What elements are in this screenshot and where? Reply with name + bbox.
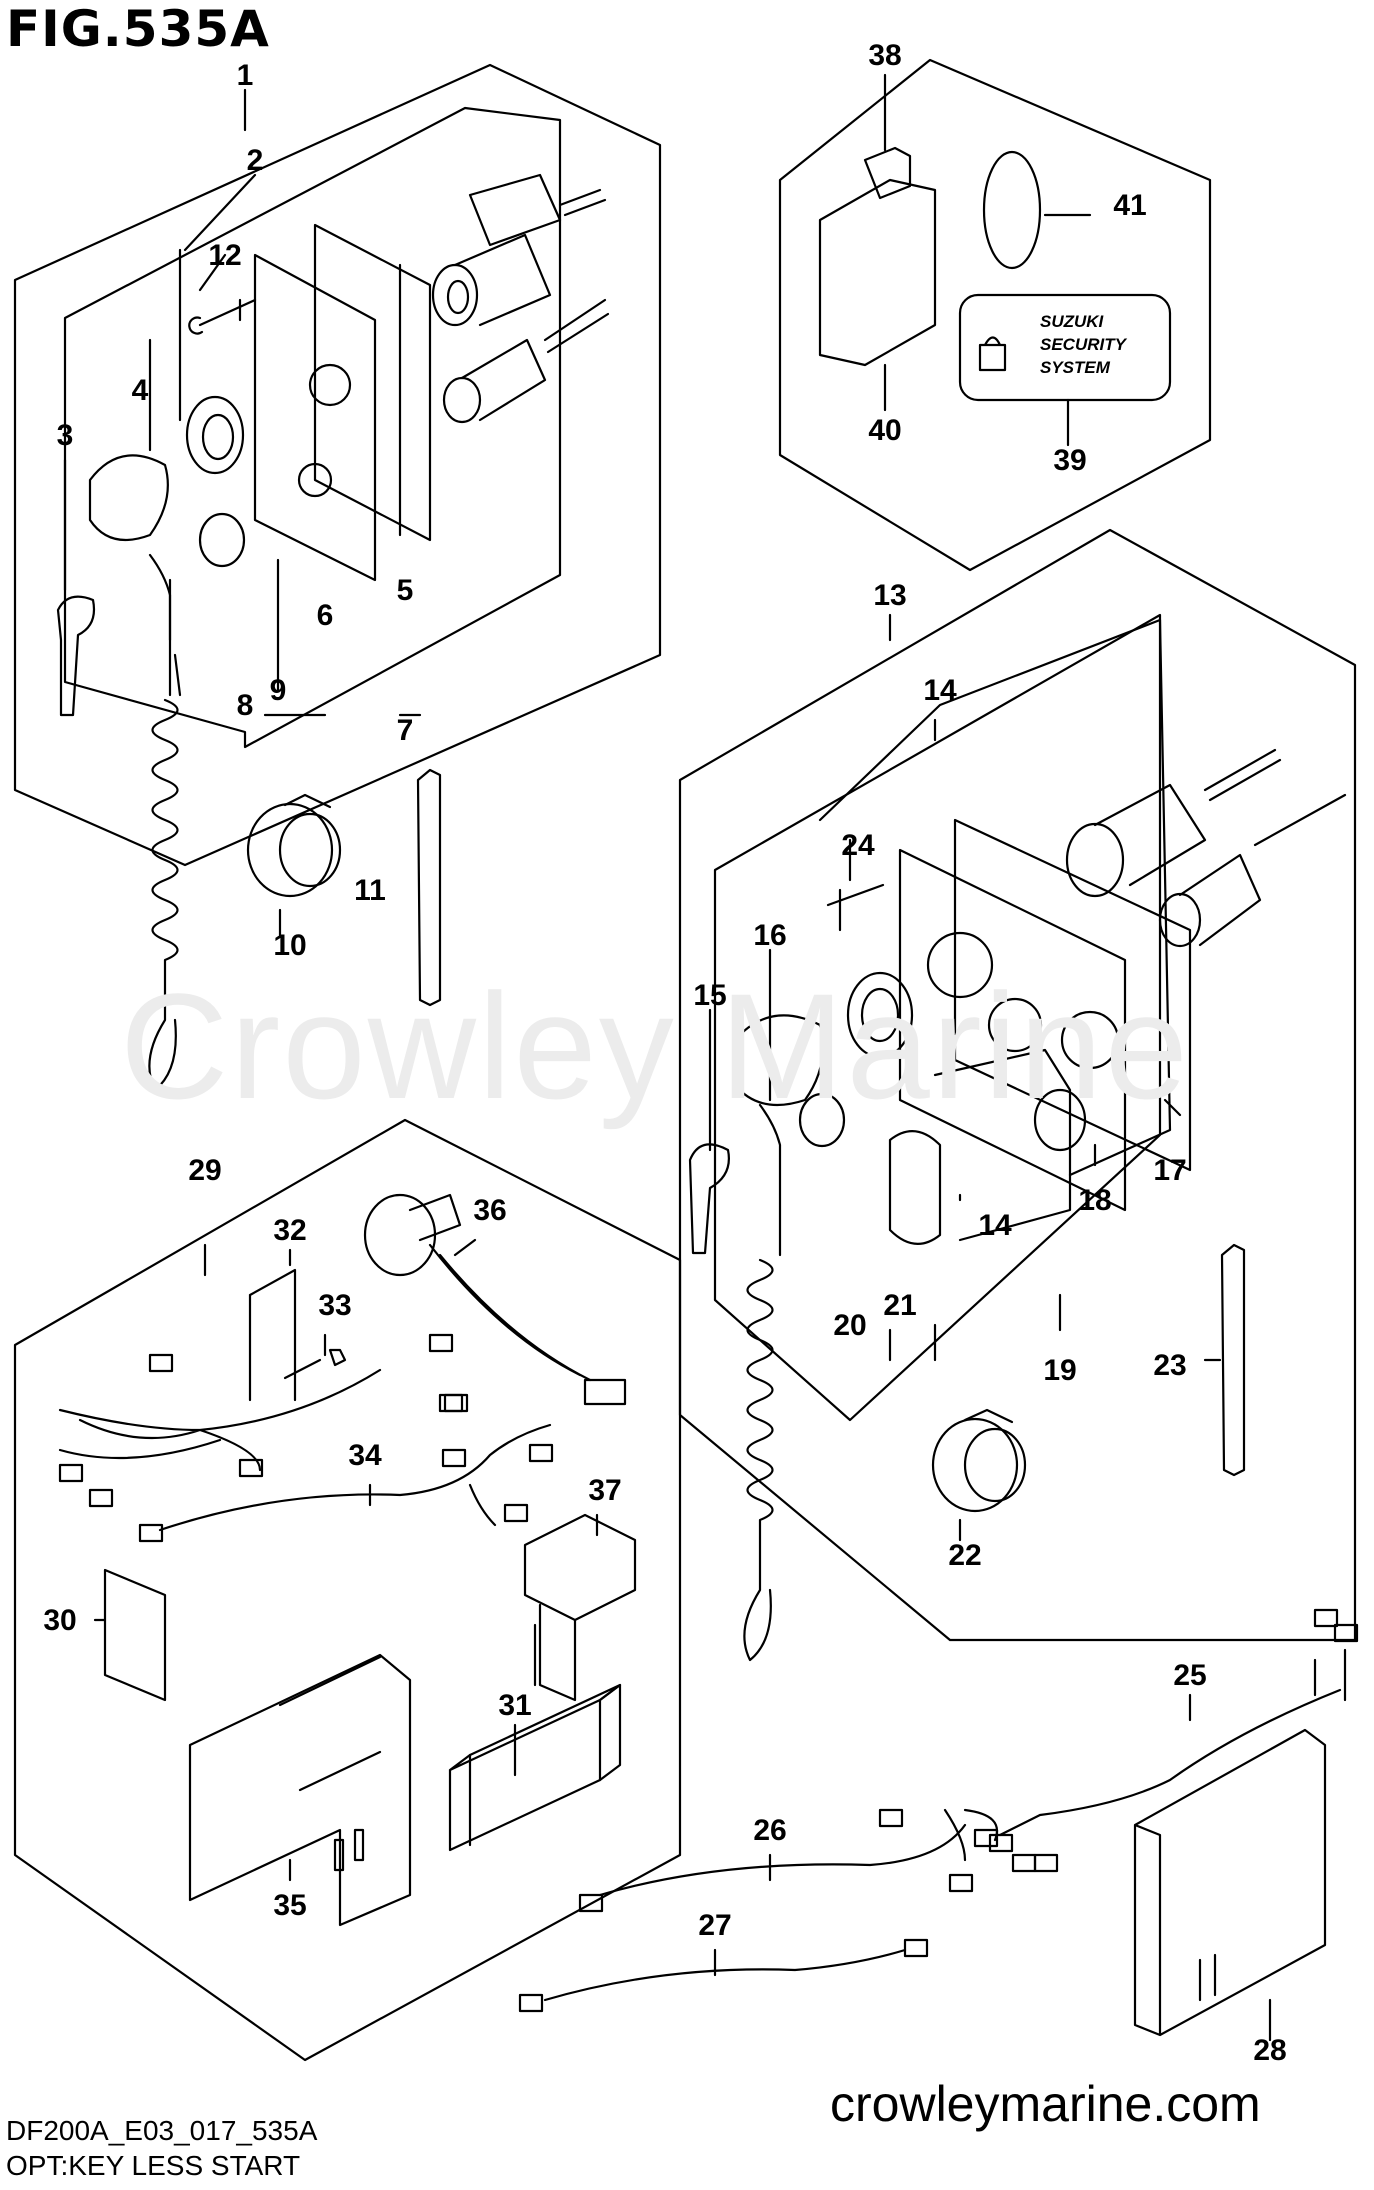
callout-29: 29 <box>188 1154 221 1187</box>
bezel-4-ring <box>185 395 245 475</box>
harness-27 <box>518 1938 929 2013</box>
callout-36: 36 <box>473 1194 506 1227</box>
relay-37 <box>523 1513 637 1702</box>
callout-17: 17 <box>1153 1154 1186 1187</box>
ignition-switch-14-top <box>1065 748 1347 948</box>
callout-4: 4 <box>132 374 149 407</box>
module-28 <box>1133 1728 1327 2037</box>
callout-3: 3 <box>57 419 74 452</box>
key-knob-16 <box>733 1014 824 1107</box>
callout-20: 20 <box>833 1309 866 1342</box>
badge-line-1: SUZUKI <box>1040 312 1105 331</box>
ignition-switch-1 <box>431 173 607 327</box>
badge-line-2: SECURITY <box>1040 335 1128 354</box>
lanyard-20 <box>743 1103 782 1662</box>
callout-10: 10 <box>273 929 306 962</box>
callout-14: 14 <box>923 674 957 707</box>
callout-19: 19 <box>1043 1354 1076 1387</box>
callout-15: 15 <box>693 979 726 1012</box>
callout-1: 1 <box>237 59 254 92</box>
callout-38: 38 <box>868 39 901 72</box>
callout-37: 37 <box>588 1474 621 1507</box>
group-32-subframe <box>248 1268 297 1402</box>
callout-12: 12 <box>208 239 241 272</box>
start-button-1 <box>442 298 610 424</box>
cable-tie-23 <box>1220 1243 1246 1477</box>
callout-39: 39 <box>1053 444 1086 477</box>
screw-24 <box>826 883 885 907</box>
cable-tie-11 <box>416 768 442 1007</box>
watermark: Crowley Marine <box>120 962 1190 1130</box>
group-19-subframe <box>713 613 1162 1422</box>
nut-9 <box>198 512 246 568</box>
decal-39 <box>958 293 1172 402</box>
callout-24: 24 <box>841 829 875 862</box>
harness-36 <box>363 1193 627 1406</box>
callout-8: 8 <box>237 689 254 722</box>
callout-34: 34 <box>348 1439 382 1472</box>
key-knob-4 <box>88 454 169 542</box>
callout-41: 41 <box>1113 189 1146 222</box>
callout-27: 27 <box>698 1909 731 1942</box>
callout-32: 32 <box>273 1214 306 1247</box>
badge-line-3: SYSTEM <box>1040 358 1111 377</box>
callout-18: 18 <box>1078 1184 1111 1217</box>
bracket-35 <box>188 1653 412 1927</box>
callout-16: 16 <box>753 919 786 952</box>
callout-14: 14 <box>978 1209 1012 1242</box>
callout-2: 2 <box>247 144 264 177</box>
callout-21: 21 <box>883 1289 916 1322</box>
cap-10 <box>246 793 342 898</box>
callout-40: 40 <box>868 414 901 447</box>
callout-31: 31 <box>498 1689 531 1722</box>
panel-plate-5 <box>313 223 432 542</box>
website-link[interactable]: crowleymarine.com <box>830 2076 1261 2132</box>
label-30 <box>103 1568 167 1702</box>
panel-plate-17 <box>953 818 1192 1172</box>
panel-plate-6 <box>253 253 377 582</box>
callout-26: 26 <box>753 1814 786 1847</box>
callout-23: 23 <box>1153 1349 1186 1382</box>
group-7-subframe <box>63 106 562 749</box>
controller-40 <box>818 146 937 367</box>
group-29-frame <box>13 1118 682 2062</box>
screw-12 <box>188 298 257 335</box>
figure-subtitle: OPT:KEY LESS START <box>6 2150 301 2181</box>
cap-22 <box>931 1408 1027 1513</box>
panel-plate-18 <box>898 848 1127 1212</box>
harness-32 <box>58 1333 469 1508</box>
key-3 <box>56 595 96 717</box>
callout-35: 35 <box>273 1889 306 1922</box>
callout-25: 25 <box>1173 1659 1206 1692</box>
callout-13: 13 <box>873 579 906 612</box>
callout-7: 7 <box>397 714 414 747</box>
harness-26 <box>578 1808 999 1913</box>
callout-33: 33 <box>318 1289 351 1322</box>
harness-34 <box>138 1423 554 1543</box>
figure-title: FIG.535A <box>6 0 270 58</box>
fob-41 <box>982 150 1042 270</box>
bezel-16-ring <box>846 971 914 1059</box>
callout-9: 9 <box>270 674 287 707</box>
harness-25 <box>988 1608 1359 1873</box>
group-1-frame <box>13 63 662 867</box>
ignition-switch-14-bottom <box>888 1048 1087 1245</box>
callout-28: 28 <box>1253 2034 1286 2067</box>
case-31 <box>448 1683 622 1852</box>
callout-6: 6 <box>317 599 334 632</box>
callout-22: 22 <box>948 1539 981 1572</box>
key-15 <box>688 1143 730 1255</box>
callout-11: 11 <box>354 874 386 907</box>
nut-21 <box>798 1092 846 1148</box>
bolt-33 <box>283 1348 347 1380</box>
callout-30: 30 <box>43 1604 76 1637</box>
callout-5: 5 <box>397 574 414 607</box>
model-code: DF200A_E03_017_535A <box>6 2115 318 2146</box>
group-38-frame <box>778 58 1212 572</box>
